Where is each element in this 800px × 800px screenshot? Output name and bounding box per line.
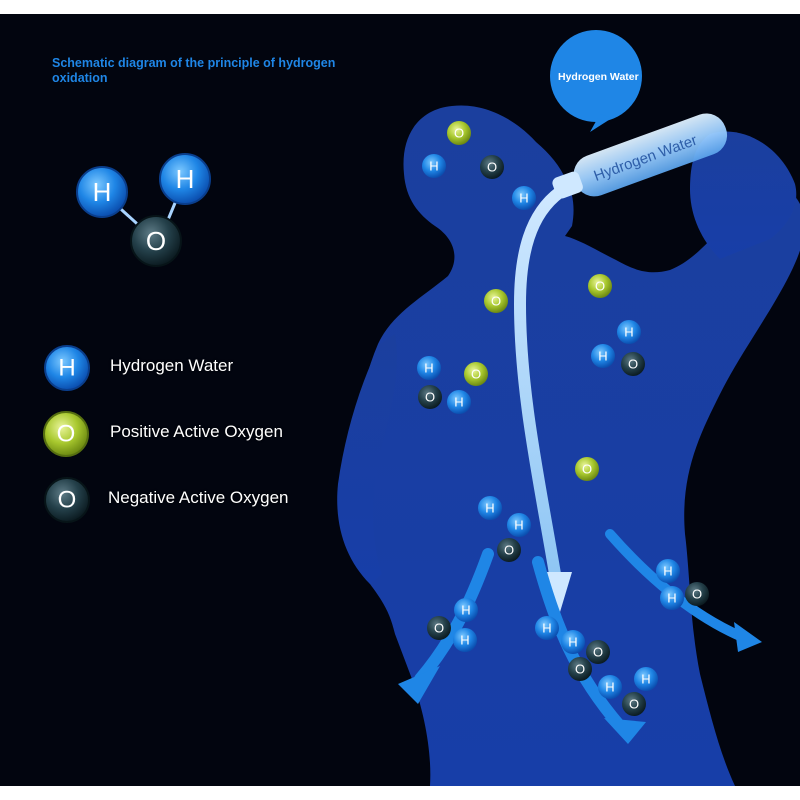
legend-positive-oxygen-icon: O [57, 421, 76, 448]
atom-o-negative: O [504, 543, 514, 558]
atom-h: H [461, 603, 470, 618]
legend-hydrogen-icon: H [58, 355, 75, 382]
atom-o-negative: O [487, 160, 497, 175]
atom-h: H [485, 501, 494, 516]
atom-h: H [460, 633, 469, 648]
atom-o-negative: O [692, 587, 702, 602]
diagram-title: Schematic diagram of the principle of hy… [52, 56, 336, 85]
legend-label-hydrogen-water: Hydrogen Water [110, 356, 234, 375]
atom-o-positive: O [595, 279, 605, 294]
atom-o-positive: O [491, 294, 501, 309]
atom-o-negative: O [575, 662, 585, 677]
molecule-atom-h2: H [176, 164, 195, 194]
atom-h: H [568, 635, 577, 650]
atom-o-negative: O [434, 621, 444, 636]
molecule-atom-o: O [146, 226, 166, 256]
legend-label-positive-oxygen: Positive Active Oxygen [110, 422, 283, 441]
atom-h: H [598, 349, 607, 364]
body-atoms: O H O H O O H H O H O O H O H H O [417, 121, 709, 716]
speech-bubble-text: Hydrogen Water [558, 71, 639, 83]
atom-h: H [605, 680, 614, 695]
molecule-atom-h1: H [93, 177, 112, 207]
atom-o-negative: O [593, 645, 603, 660]
atom-o-positive: O [454, 126, 464, 141]
legend-icons: H O O [43, 345, 90, 523]
diagram-svg: Hydrogen Water Hydrogen Water [43, 30, 800, 786]
atom-h: H [667, 591, 676, 606]
atom-o-negative: O [628, 357, 638, 372]
diagram-panel: Hydrogen Water Hydrogen Water [0, 14, 800, 786]
atom-o-positive: O [582, 462, 592, 477]
speech-bubble: Hydrogen Water [550, 30, 642, 132]
legend-negative-oxygen-icon: O [58, 487, 77, 514]
atom-h: H [454, 395, 463, 410]
atom-h: H [429, 159, 438, 174]
legend-label-negative-oxygen: Negative Active Oxygen [108, 488, 289, 507]
atom-o-positive: O [471, 367, 481, 382]
atom-h: H [424, 361, 433, 376]
atom-h: H [624, 325, 633, 340]
atom-h: H [514, 518, 523, 533]
atom-o-negative: O [425, 390, 435, 405]
atom-h: H [519, 191, 528, 206]
atom-o-negative: O [629, 697, 639, 712]
atom-h: H [641, 672, 650, 687]
water-molecule: H H O [76, 153, 211, 267]
atom-h: H [542, 621, 551, 636]
atom-h: H [663, 564, 672, 579]
